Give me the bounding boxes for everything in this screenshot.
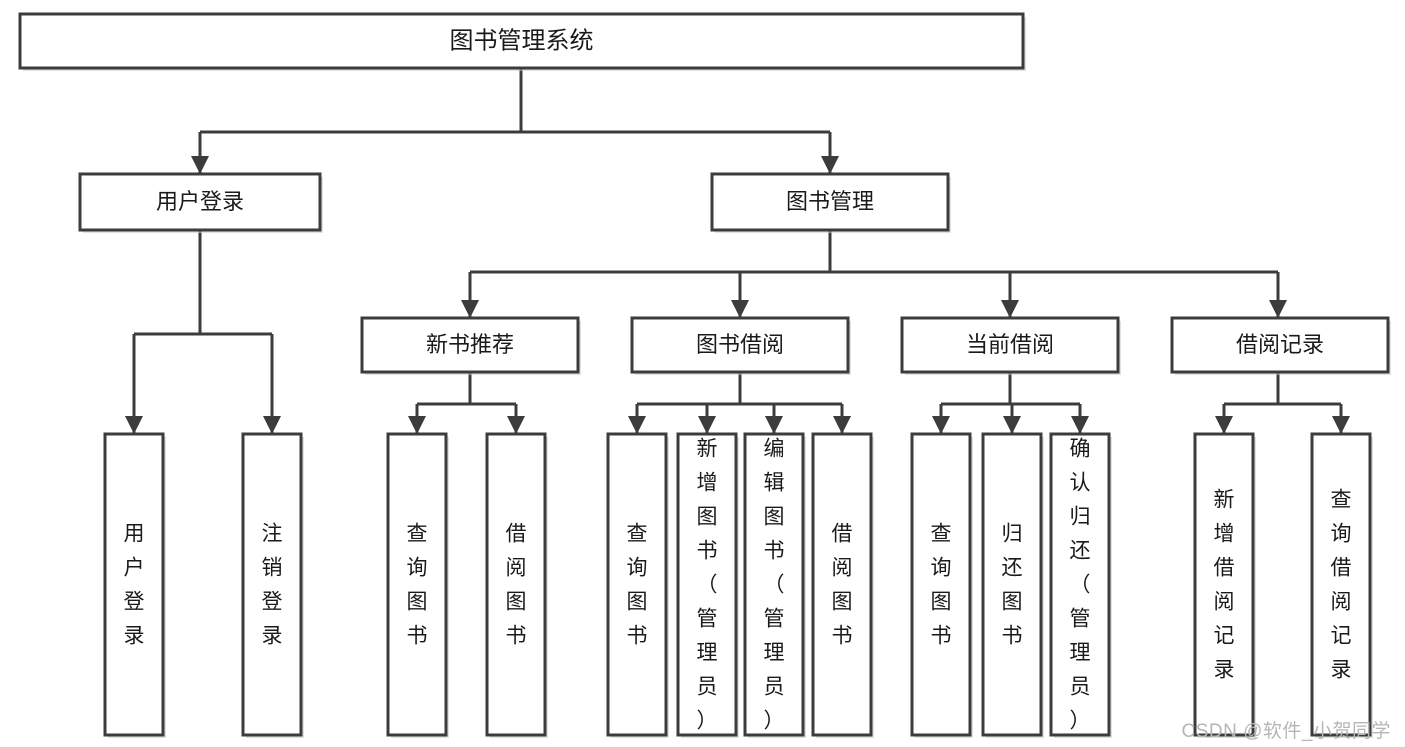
node-leaf-return-book[interactable]: 归还图书 bbox=[981, 432, 1044, 738]
node-label: 查询图书 bbox=[931, 523, 952, 648]
node-leaf-query-borrow-record[interactable]: 查询借阅记录 bbox=[1310, 432, 1373, 738]
node-rect bbox=[1049, 432, 1111, 737]
node-label: 当前借阅 bbox=[966, 332, 1054, 357]
node-borrow-record[interactable]: 借阅记录 bbox=[1170, 316, 1391, 375]
arrow-head-icon bbox=[1001, 300, 1019, 318]
node-label: 注销登录 bbox=[262, 523, 283, 648]
node-rect bbox=[676, 432, 738, 737]
node-user-login[interactable]: 用户登录 bbox=[78, 172, 323, 233]
node-rect bbox=[18, 12, 1025, 70]
node-root[interactable]: 图书管理系统 bbox=[18, 12, 1026, 71]
watermark-label: CSDN @软件_小贺同学 bbox=[1181, 721, 1391, 742]
node-label: 查询图书 bbox=[627, 523, 648, 648]
node-leaf-borrow-book-recommend[interactable]: 借阅图书 bbox=[485, 432, 548, 738]
node-rect bbox=[1310, 432, 1372, 737]
node-rect bbox=[606, 432, 668, 737]
node-label: 新增借阅记录 bbox=[1214, 489, 1235, 682]
node-leaf-borrow-book[interactable]: 借阅图书 bbox=[811, 432, 874, 738]
arrow-head-icon bbox=[821, 156, 839, 174]
node-label: 新增图书（管理员） bbox=[697, 438, 718, 733]
arrow-head-icon bbox=[1215, 416, 1233, 434]
arrow-head-icon bbox=[628, 416, 646, 434]
node-rect bbox=[900, 316, 1120, 374]
node-rect bbox=[241, 432, 303, 737]
node-leaf-query-book-recommend[interactable]: 查询图书 bbox=[386, 432, 449, 738]
node-leaf-logout-login[interactable]: 注销登录 bbox=[241, 432, 304, 738]
arrow-head-icon bbox=[1269, 300, 1287, 318]
node-leaf-edit-book[interactable]: 编辑图书（管理员） bbox=[743, 432, 806, 738]
node-rect bbox=[485, 432, 547, 737]
node-layer: 图书管理系统用户登录图书管理新书推荐图书借阅当前借阅借阅记录用户登录注销登录查询… bbox=[18, 12, 1391, 738]
node-label: 借阅记录 bbox=[1236, 332, 1324, 357]
node-rect bbox=[811, 432, 873, 737]
arrow-head-icon bbox=[1003, 416, 1021, 434]
node-leaf-confirm-return[interactable]: 确认归还（管理员） bbox=[1049, 432, 1112, 738]
node-rect bbox=[386, 432, 448, 737]
arrow-head-icon bbox=[731, 300, 749, 318]
arrow-head-icon bbox=[1071, 416, 1089, 434]
node-book-management[interactable]: 图书管理 bbox=[710, 172, 951, 233]
node-leaf-user-login[interactable]: 用户登录 bbox=[103, 432, 166, 738]
node-label: 借阅图书 bbox=[506, 523, 527, 648]
node-leaf-add-borrow-record[interactable]: 新增借阅记录 bbox=[1193, 432, 1256, 738]
node-rect bbox=[710, 172, 950, 232]
node-rect bbox=[1193, 432, 1255, 737]
arrow-head-icon bbox=[765, 416, 783, 434]
arrow-head-icon bbox=[1332, 416, 1350, 434]
arrow-head-icon bbox=[698, 416, 716, 434]
node-label: 确认归还（管理员） bbox=[1070, 438, 1091, 733]
node-rect bbox=[78, 172, 322, 232]
arrow-head-icon bbox=[932, 416, 950, 434]
connector-layer bbox=[125, 68, 1350, 434]
arrow-head-icon bbox=[263, 416, 281, 434]
node-rect bbox=[981, 432, 1043, 737]
arrow-head-icon bbox=[833, 416, 851, 434]
node-rect bbox=[1170, 316, 1390, 374]
node-rect bbox=[360, 316, 580, 374]
arrow-head-icon bbox=[408, 416, 426, 434]
node-leaf-add-book[interactable]: 新增图书（管理员） bbox=[676, 432, 739, 738]
node-label: 查询借阅记录 bbox=[1331, 489, 1352, 682]
node-label: 新书推荐 bbox=[426, 332, 514, 357]
arrow-head-icon bbox=[191, 156, 209, 174]
node-label: 查询图书 bbox=[407, 523, 428, 648]
node-label: 借阅图书 bbox=[832, 523, 853, 648]
node-new-book-recommend[interactable]: 新书推荐 bbox=[360, 316, 581, 375]
node-current-borrow[interactable]: 当前借阅 bbox=[900, 316, 1121, 375]
node-leaf-query-book-borrow[interactable]: 查询图书 bbox=[606, 432, 669, 738]
node-rect bbox=[630, 316, 850, 374]
node-book-borrow[interactable]: 图书借阅 bbox=[630, 316, 851, 375]
arrow-head-icon bbox=[507, 416, 525, 434]
node-rect bbox=[103, 432, 165, 737]
arrow-head-icon bbox=[461, 300, 479, 318]
node-leaf-query-book-current[interactable]: 查询图书 bbox=[910, 432, 973, 738]
node-label: 编辑图书（管理员） bbox=[764, 438, 785, 733]
node-label: 图书借阅 bbox=[696, 332, 784, 357]
arrow-head-icon bbox=[125, 416, 143, 434]
node-label: 用户登录 bbox=[156, 189, 244, 214]
node-label: 图书管理系统 bbox=[450, 27, 594, 54]
node-label: 图书管理 bbox=[786, 189, 874, 214]
node-rect bbox=[743, 432, 805, 737]
node-label: 用户登录 bbox=[124, 523, 145, 648]
node-label: 归还图书 bbox=[1002, 523, 1023, 648]
node-rect bbox=[910, 432, 972, 737]
